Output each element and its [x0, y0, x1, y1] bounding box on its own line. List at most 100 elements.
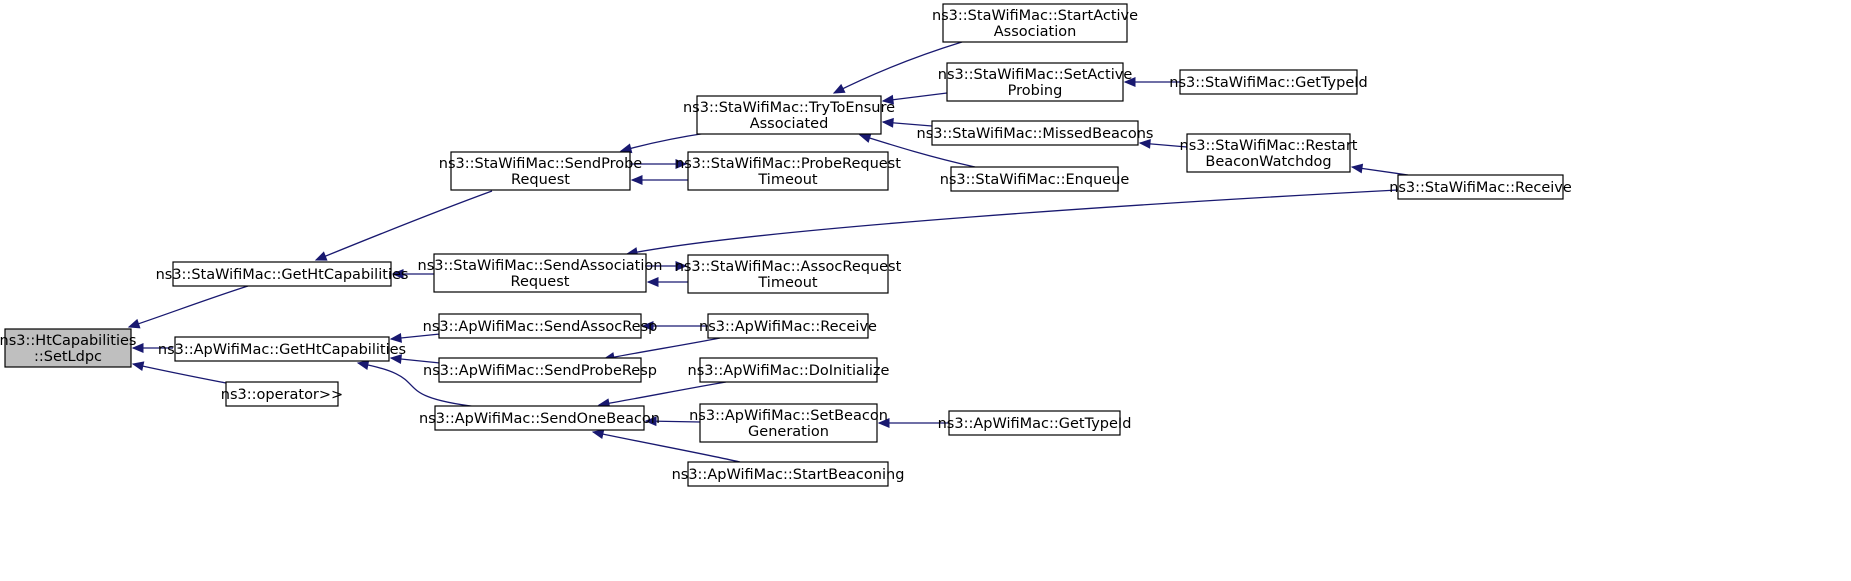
edge-sendassoc-to-sta_getht: [391, 269, 434, 279]
edge-sta_getht-to-setldpc: [127, 285, 249, 329]
node-label: ns3::StaWifiMac::Restart: [1180, 138, 1358, 154]
node-label: ns3::StaWifiMac::SendProbe: [439, 156, 643, 172]
node-box: [4, 328, 132, 368]
edge-startbeaconing-to-sendonebeacon: [591, 429, 741, 463]
arrowhead-icon: [127, 318, 141, 329]
edge-assoctimeout-to-sendassoc: [646, 277, 688, 287]
node-label: ns3::ApWifiMac::GetHtCapabilities: [158, 342, 406, 358]
node-label: ns3::ApWifiMac::SetBeacon: [689, 408, 888, 424]
node-box: [172, 261, 392, 287]
node-label: Probing: [1008, 83, 1063, 99]
edge-sendassoc-to-assoctimeout: [646, 261, 688, 271]
edge-ap_getht-to-setldpc: [131, 343, 173, 353]
node-startbeaconing[interactable]: ns3::ApWifiMac::StartBeaconing: [672, 461, 905, 487]
edge-sendonebeacon-to-ap_getht: [356, 360, 479, 408]
edge-ap_gettypeid-to-setbeacongen: [877, 418, 949, 428]
node-sta-receive[interactable]: ns3::StaWifiMac::Receive: [1389, 174, 1572, 200]
node-sendassocresp[interactable]: ns3::ApWifiMac::SendAssocResp: [423, 313, 658, 339]
arrowhead-icon: [356, 360, 370, 370]
arrowhead-icon: [619, 143, 633, 154]
node-box: [948, 410, 1121, 436]
edge-missedbeacons-to-trytoensure: [881, 117, 933, 128]
edge-sta_receive-to-sendassoc: [625, 189, 1399, 257]
node-sta-gettypeid[interactable]: ns3::StaWifiMac::GetTypeId: [1169, 69, 1368, 95]
edge-sendproberesp-to-ap_getht: [389, 354, 441, 364]
node-box: [1186, 133, 1351, 173]
node-missedbeacons[interactable]: ns3::StaWifiMac::MissedBeacons: [917, 120, 1154, 146]
edge-operator-to-setldpc: [131, 361, 227, 384]
node-ap-getht[interactable]: ns3::ApWifiMac::GetHtCapabilities: [158, 336, 406, 362]
node-doinitialize[interactable]: ns3::ApWifiMac::DoInitialize: [688, 357, 890, 383]
arrowhead-icon: [391, 269, 404, 279]
node-label: ns3::StaWifiMac::GetTypeId: [1169, 75, 1367, 91]
edge-setactiveprob-to-trytoensure: [881, 92, 948, 105]
node-box: [699, 403, 878, 443]
node-enqueue[interactable]: ns3::StaWifiMac::Enqueue: [940, 166, 1130, 192]
node-label: Association: [994, 24, 1077, 40]
arrowhead-icon: [646, 277, 659, 287]
arrowhead-icon: [881, 94, 894, 105]
nodes-layer: ns3::HtCapabilities::SetLdpc ns3::StaWifi…: [0, 3, 1572, 487]
arrowhead-icon: [389, 354, 402, 364]
node-ap-receive[interactable]: ns3::ApWifiMac::Receive: [699, 313, 877, 339]
node-label: ns3::ApWifiMac::StartBeaconing: [672, 467, 905, 483]
node-setldpc[interactable]: ns3::HtCapabilities::SetLdpc: [0, 328, 136, 368]
node-label: Associated: [750, 116, 829, 132]
arrowhead-icon: [881, 117, 894, 128]
node-label: Timeout: [757, 172, 818, 188]
edge-sendassocresp-to-ap_getht: [389, 333, 441, 343]
node-box: [438, 357, 642, 383]
node-label: ns3::ApWifiMac::GetTypeId: [938, 416, 1132, 432]
node-label: ns3::ApWifiMac::SendAssocResp: [423, 319, 658, 335]
node-label: ns3::StaWifiMac::Enqueue: [940, 172, 1130, 188]
edges-layer: [127, 41, 1409, 463]
node-box: [687, 254, 889, 294]
node-label: ns3::StaWifiMac::Receive: [1389, 180, 1572, 196]
node-box: [696, 95, 882, 135]
arrowhead-icon: [1123, 77, 1136, 87]
arrowhead-icon: [1138, 138, 1151, 149]
node-label: ns3::StaWifiMac::GetHtCapabilities: [156, 267, 409, 283]
node-box: [942, 3, 1128, 43]
node-box: [687, 461, 889, 487]
node-label: ns3::StaWifiMac::StartActive: [932, 8, 1138, 24]
node-box: [699, 357, 878, 383]
node-box: [931, 120, 1139, 146]
node-label: ::SetLdpc: [34, 349, 102, 365]
edge-setbeacongen-to-sendonebeacon: [644, 416, 701, 427]
node-label: Request: [511, 172, 570, 188]
node-label: ns3::operator>>: [221, 387, 343, 403]
node-label: ns3::ApWifiMac::DoInitialize: [688, 363, 890, 379]
arrowhead-icon: [858, 133, 872, 143]
arrowhead-icon: [131, 343, 144, 353]
node-label: ns3::StaWifiMac::MissedBeacons: [917, 126, 1154, 142]
edge-restartbeacon-to-missedbeacons: [1138, 138, 1188, 149]
node-box: [1397, 174, 1564, 200]
node-box: [946, 62, 1124, 102]
arrowhead-icon: [314, 251, 328, 261]
node-operator[interactable]: ns3::operator>>: [221, 381, 343, 407]
edge-sta_gettypeid-to-setactiveprob: [1123, 77, 1180, 87]
node-sta-getht[interactable]: ns3::StaWifiMac::GetHtCapabilities: [156, 261, 409, 287]
node-box: [707, 313, 869, 339]
node-sendonebeacon[interactable]: ns3::ApWifiMac::SendOneBeacon: [419, 405, 660, 431]
arrowhead-icon: [675, 159, 688, 169]
node-box: [433, 253, 647, 293]
edge-sendprobe-to-probetimeout: [630, 159, 688, 169]
edge-trytoensure-to-sendprobe: [619, 132, 708, 154]
node-sendproberesp[interactable]: ns3::ApWifiMac::SendProbeResp: [423, 357, 657, 383]
node-box: [450, 151, 631, 191]
arrowhead-icon: [591, 429, 605, 440]
node-box: [174, 336, 390, 362]
node-ap-gettypeid[interactable]: ns3::ApWifiMac::GetTypeId: [938, 410, 1132, 436]
node-label: Timeout: [757, 275, 818, 291]
